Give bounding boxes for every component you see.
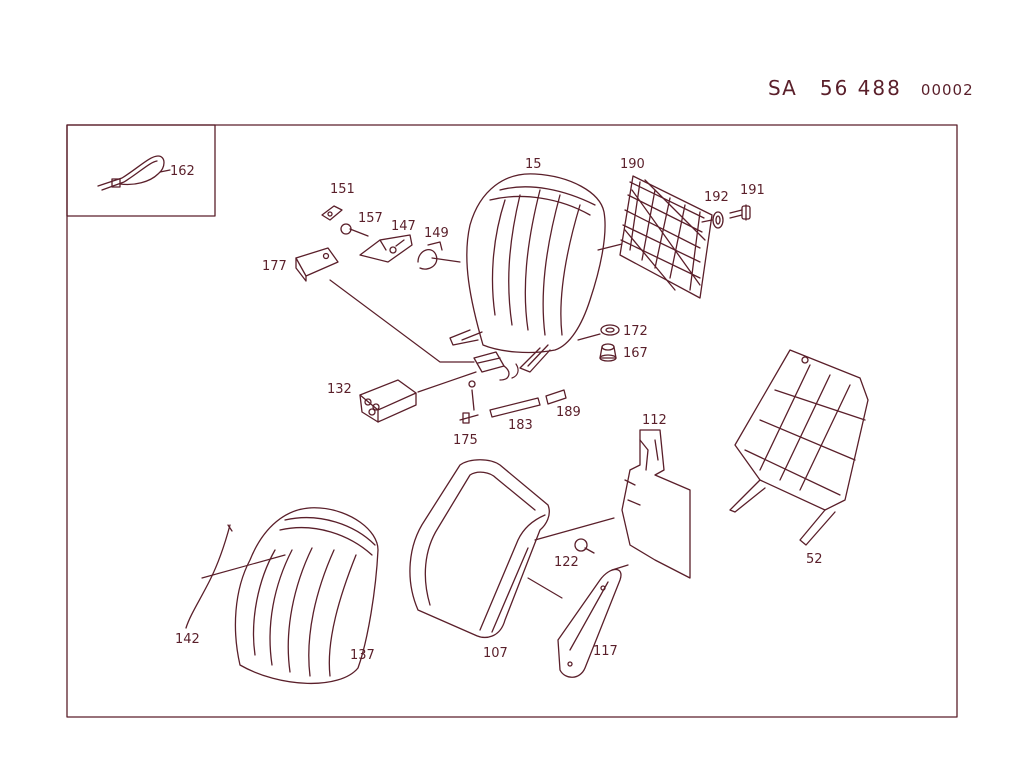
callout-151: 151	[330, 182, 355, 197]
callout-192: 192	[704, 190, 729, 205]
diagram-frame	[66, 124, 958, 718]
drawing-suffix: 00002	[920, 81, 974, 99]
pin-icon	[459, 380, 479, 424]
callout-15: 15	[525, 157, 542, 172]
trim-panel-icon	[557, 564, 629, 678]
drawing-prefix: SA	[768, 76, 797, 100]
callout-132: 132	[327, 382, 352, 397]
callout-191: 191	[740, 183, 765, 198]
drawing-id: SA 56 488 00002	[768, 76, 974, 100]
callout-157: 157	[358, 211, 383, 226]
callout-162: 162	[170, 164, 195, 179]
callout-189: 189	[556, 405, 581, 420]
screw-icon	[340, 223, 369, 237]
screw-icon	[729, 204, 751, 221]
callout-107: 107	[483, 646, 508, 661]
drawing-number: 56 488	[819, 76, 902, 100]
callout-labels: 162 15 190 192 191 151 157 147 149 177 1…	[170, 157, 823, 663]
net-pocket-icon	[619, 175, 713, 299]
backrest-panel-icon	[621, 429, 691, 579]
washer-icon	[712, 211, 724, 229]
callout-177: 177	[262, 259, 287, 274]
backrest-cover-icon	[409, 459, 550, 638]
bushing-icon	[599, 343, 617, 362]
screw-icon	[574, 538, 595, 554]
callout-147: 147	[391, 219, 416, 234]
callout-167: 167	[623, 346, 648, 361]
callout-137: 137	[350, 648, 375, 663]
callout-112: 112	[642, 413, 667, 428]
clamp-icon	[417, 241, 443, 270]
callout-122: 122	[554, 555, 579, 570]
callout-190: 190	[620, 157, 645, 172]
seat-frame-icon	[729, 349, 869, 546]
callout-142: 142	[175, 632, 200, 647]
plug-housing-icon	[295, 247, 339, 282]
sleeve-icon	[545, 389, 567, 405]
wire-icon	[185, 524, 233, 629]
cable-tie-icon	[97, 155, 165, 191]
switch-icon	[473, 351, 510, 381]
bracket-icon	[359, 234, 413, 263]
callout-117: 117	[593, 644, 618, 659]
headrest-icon	[449, 173, 606, 373]
clip-icon	[321, 205, 343, 221]
callout-172: 172	[623, 324, 648, 339]
inset-frame	[66, 124, 216, 217]
callout-149: 149	[424, 226, 449, 241]
leader-lines	[159, 169, 713, 599]
grommet-icon	[600, 324, 620, 336]
callout-52: 52	[806, 552, 823, 567]
callout-175: 175	[453, 433, 478, 448]
seat-cushion-icon	[234, 507, 379, 685]
connector-icon	[359, 379, 417, 423]
callout-183: 183	[508, 418, 533, 433]
rod-icon	[489, 397, 541, 418]
